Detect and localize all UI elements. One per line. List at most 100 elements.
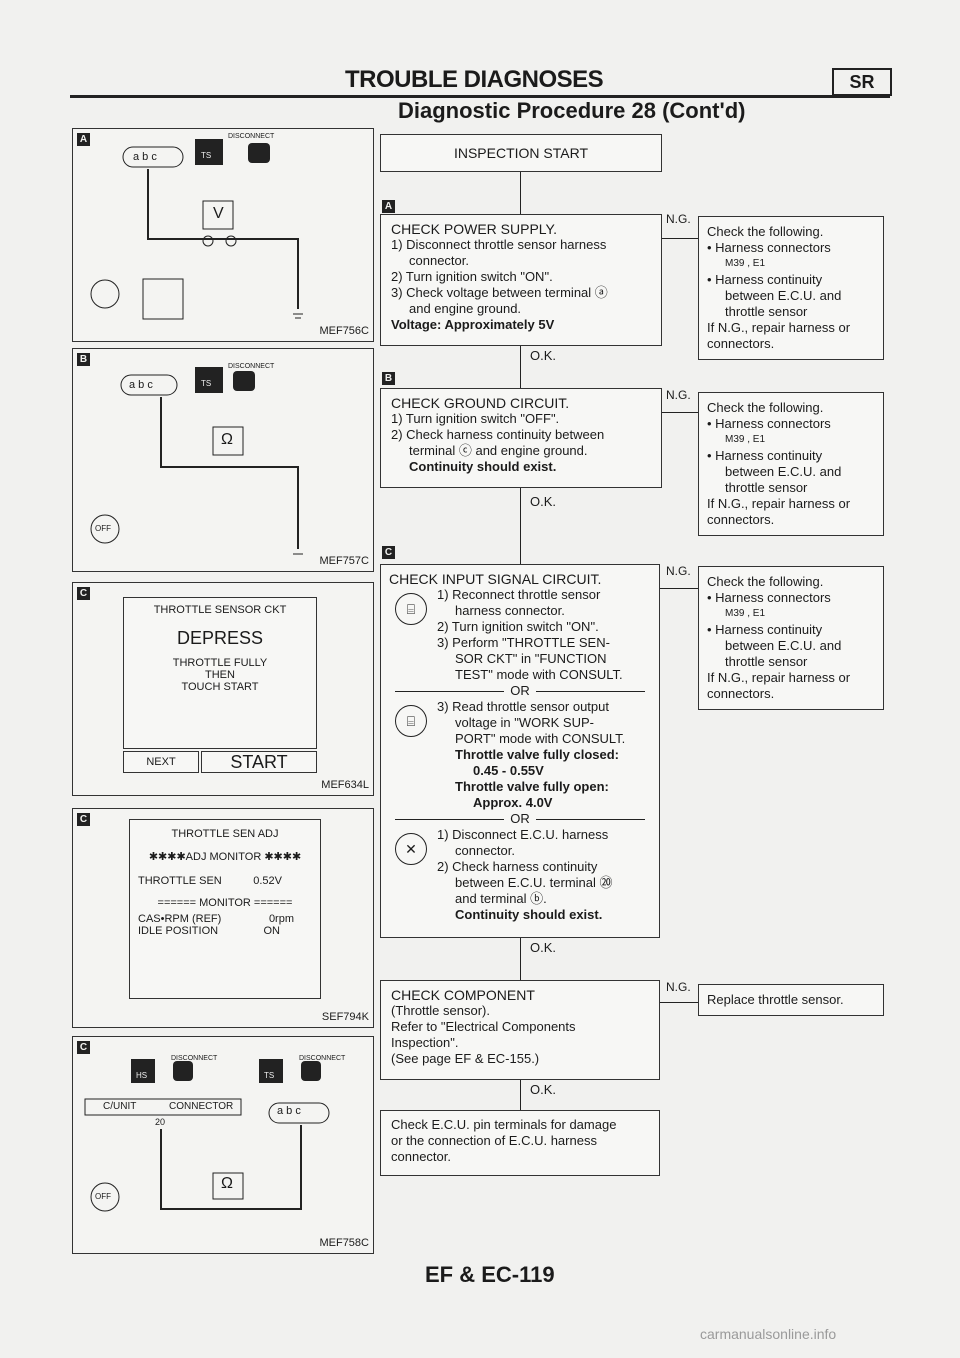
start-button[interactable]: START — [201, 751, 317, 773]
step-a-tag: A — [382, 200, 395, 213]
panel-c-consult-function-test: C THROTTLE SENSOR CKT DEPRESS THROTTLE F… — [72, 582, 374, 796]
ts-label: TS — [201, 151, 212, 160]
consult-icon: ⌸ — [395, 705, 427, 737]
panel-b-figure: B DISCONNECT a b c Ω TS OFF MEF757C — [72, 348, 374, 572]
idle-label: IDLE POSITION — [138, 925, 219, 937]
step-a-title: CHECK POWER SUPPLY. — [391, 221, 557, 237]
step-e-check-ecu-pins: Check E.C.U. pin terminals for damage or… — [380, 1110, 660, 1176]
step-d-line: (Throttle sensor). — [391, 1003, 490, 1018]
disconnect-label-2: DISCONNECT — [299, 1055, 346, 1062]
connector-line — [520, 346, 521, 388]
monitor-header: ====== MONITOR ====== — [157, 897, 293, 909]
step-a-line: 2) Turn ignition switch "ON". — [391, 269, 553, 284]
step-b-title: CHECK GROUND CIRCUIT. — [391, 395, 570, 411]
check-line: connectors. — [707, 686, 775, 701]
ng-arrow — [662, 412, 698, 413]
ok-label: O.K. — [530, 348, 557, 363]
step-c-line: harness connector. — [455, 603, 565, 618]
connector-label: CONNECTOR — [169, 1101, 234, 1112]
step-c-spec: 0.45 - 0.55V — [473, 763, 544, 778]
terminal-labels: a b c — [277, 1105, 301, 1117]
header-rule — [70, 95, 890, 98]
or-label: OR — [510, 811, 530, 826]
ignition-off-label: OFF — [95, 524, 111, 533]
voltage-check-diagram — [90, 139, 303, 320]
inspection-start-box: INSPECTION START — [380, 134, 662, 172]
section-badge: SR — [832, 68, 892, 96]
panel-b-code: MEF757C — [319, 555, 369, 567]
connector-line — [520, 488, 521, 564]
step-c-line: 3) Read throttle sensor output — [437, 699, 609, 714]
panel-a-figure: A DISCONNECT a b c V TS MEF756C — [72, 128, 374, 342]
check-line: • Harness connectors — [707, 416, 831, 431]
rpm-value: 0rpm — [268, 913, 294, 925]
panel-c1-code: MEF634L — [321, 779, 369, 791]
ng-label: N.G. — [666, 564, 691, 578]
check-line: between E.C.U. and — [725, 464, 842, 479]
idle-row: IDLE POSITION ON — [130, 925, 320, 937]
ecu-continuity-diagram — [84, 1059, 330, 1212]
step-d-line: Inspection". — [391, 1035, 459, 1050]
step-d-line: Refer to "Electrical Components — [391, 1019, 576, 1034]
step-c-line: voltage in "WORK SUP- — [455, 715, 594, 730]
pin-number: 20 — [155, 1117, 166, 1127]
check-line: • Harness continuity — [707, 622, 823, 637]
ng-label: N.G. — [666, 212, 691, 226]
step-c-line: 1) Disconnect E.C.U. harness — [437, 827, 609, 842]
disconnect-label: DISCONNECT — [228, 363, 275, 370]
or-label: OR — [510, 683, 530, 698]
panel-b-tag: B — [77, 353, 90, 366]
panel-c-tag: C — [77, 813, 90, 826]
check-line: throttle sensor — [725, 304, 808, 319]
step-c-line: 3) Perform "THROTTLE SEN- — [437, 635, 610, 650]
panel-c2-code: SEF794K — [321, 1011, 369, 1023]
step-c-line: TEST" mode with CONSULT. — [455, 667, 623, 682]
ok-label: O.K. — [530, 940, 557, 955]
panel-c3-code: MEF758C — [319, 1237, 369, 1249]
step-c-title: CHECK INPUT SIGNAL CIRCUIT. — [389, 571, 602, 587]
step-c-spec: Continuity should exist. — [455, 907, 603, 922]
step-c-spec: Throttle valve fully open: — [455, 779, 609, 794]
screen-title: THROTTLE SEN ADJ — [171, 828, 279, 840]
step-c-line: 2) Turn ignition switch "ON". — [437, 619, 599, 634]
check-line: • Harness continuity — [707, 448, 823, 463]
check-line: • Harness connectors — [707, 590, 831, 605]
check-line: throttle sensor — [725, 480, 808, 495]
check-line: between E.C.U. and — [725, 288, 842, 303]
instruction-line-3: TOUCH START — [181, 681, 259, 693]
connector-line — [520, 172, 521, 214]
step-a-line: connector. — [409, 253, 469, 268]
ground-check-diagram — [90, 367, 303, 555]
ng-arrow — [660, 1002, 698, 1003]
watermark: carmanualsonline.info — [700, 1326, 837, 1342]
check-harness-box-3: Check the following. • Harness connector… — [698, 566, 884, 710]
page-number: EF & EC-119 — [425, 1262, 555, 1287]
step-d-check-component: CHECK COMPONENT (Throttle sensor). Refer… — [380, 980, 660, 1080]
consult-icon: ⌸ — [395, 593, 427, 625]
check-harness-box-2: Check the following. • Harness connector… — [698, 392, 884, 536]
panel-a-tag: A — [77, 133, 90, 146]
step-b-spec: Continuity should exist. — [409, 459, 557, 474]
next-button[interactable]: NEXT — [123, 751, 199, 773]
idle-value: ON — [263, 925, 281, 937]
check-line: throttle sensor — [725, 654, 808, 669]
check-line: Check the following. — [707, 574, 824, 589]
step-c-line: between E.C.U. terminal ⑳ — [455, 875, 613, 890]
ng-label: N.G. — [666, 388, 691, 402]
procedure-subtitle: Diagnostic Procedure 28 (Cont'd) — [398, 98, 746, 123]
step-b-check-ground-circuit: CHECK GROUND CIRCUIT. 1) Turn ignition s… — [380, 388, 662, 488]
ts-label: TS — [201, 379, 212, 388]
check-line: M39 , E1 — [725, 258, 766, 269]
connector-line — [520, 1080, 521, 1110]
hs-label: HS — [136, 1071, 148, 1080]
instruction-line-1: THROTTLE FULLY — [172, 657, 268, 669]
step-b-line: 1) Turn ignition switch "OFF". — [391, 411, 560, 426]
check-line: between E.C.U. and — [725, 638, 842, 653]
check-line: • Harness continuity — [707, 272, 823, 287]
step-d-line: (See page EF & EC-155.) — [391, 1051, 540, 1066]
check-line: Check the following. — [707, 224, 824, 239]
voltmeter-label: V — [213, 205, 224, 222]
step-c-line: 1) Reconnect throttle sensor — [437, 587, 601, 602]
step-a-line: 1) Disconnect throttle sensor harness — [391, 237, 607, 252]
rpm-label: CAS•RPM (REF) — [138, 913, 222, 925]
